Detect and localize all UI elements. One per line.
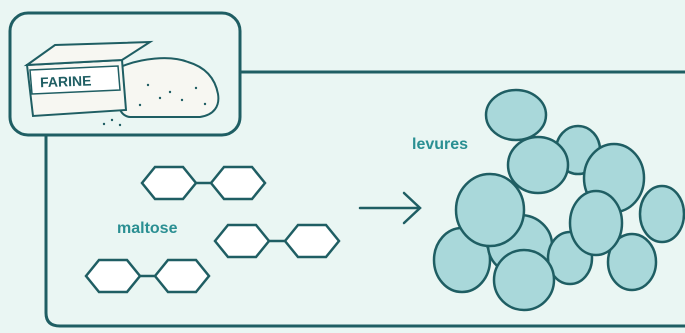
arrow-icon	[358, 191, 422, 225]
yeast-cell	[454, 172, 526, 248]
label-levures: levures	[412, 136, 469, 153]
yeast-cell	[606, 232, 658, 292]
yeast-cell	[568, 189, 624, 257]
maltose-molecule-1	[140, 165, 267, 201]
maltose-molecule-2	[213, 223, 341, 259]
yeast-cell	[638, 184, 685, 244]
yeast-cell	[506, 135, 570, 195]
label-maltose: maltose	[117, 220, 178, 237]
yeast-cell	[484, 88, 548, 142]
flour-bag-icon	[23, 40, 220, 127]
maltose-molecule-3	[84, 258, 211, 294]
frame-line	[44, 70, 685, 328]
yeast-cell	[492, 248, 556, 312]
yeast-cells	[432, 88, 685, 312]
flour-bag-label: FARINE	[40, 72, 92, 90]
